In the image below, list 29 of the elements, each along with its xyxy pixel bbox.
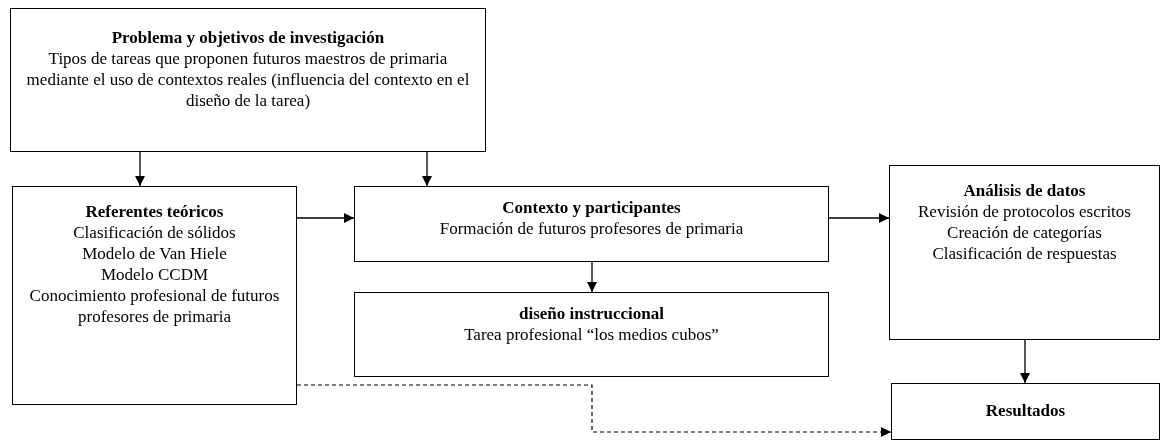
arrow <box>587 261 597 293</box>
arrow <box>828 213 890 223</box>
box-heading: Resultados <box>984 400 1067 421</box>
process-box <box>889 165 1160 340</box>
box-text: Tipos de tareas que proponen futuros maestros de primaria mediante el uso de contextos reales (influencia del contexto en el diseño de la tarea) <box>25 48 471 111</box>
arrow <box>135 151 145 187</box>
box-heading: Problema y objetivos de investigación <box>110 27 386 48</box>
process-box <box>354 292 829 377</box>
box-heading: diseño instruccional <box>518 303 665 324</box>
dashed-arrow <box>296 384 892 437</box>
process-box <box>12 186 297 405</box>
process-box <box>891 383 1160 440</box>
arrow <box>1020 339 1030 384</box>
box-text: Conocimiento profesional de futuros profesores de primaria <box>28 285 281 327</box>
box-heading: Análisis de datos <box>962 180 1087 201</box>
box-text: Clasificación de sólidos <box>72 222 237 243</box>
box-text: Modelo de Van Hiele <box>81 243 228 264</box>
box-text: Creación de categorías <box>946 222 1103 243</box>
process-box <box>10 8 486 152</box>
box-text: Revisión de protocolos escritos <box>917 201 1132 222</box>
process-box <box>354 186 829 262</box>
box-text: Modelo CCDM <box>99 264 210 285</box>
arrow <box>422 151 432 187</box>
box-heading: Referentes teóricos <box>84 201 225 222</box>
box-heading: Contexto y participantes <box>501 197 682 218</box>
box-text: Tarea profesional “los medios cubos” <box>463 324 720 345</box>
arrow <box>296 213 355 223</box>
box-text: Formación de futuros profesores de primaria <box>438 218 745 239</box>
box-text: Clasificación de respuestas <box>931 243 1118 264</box>
